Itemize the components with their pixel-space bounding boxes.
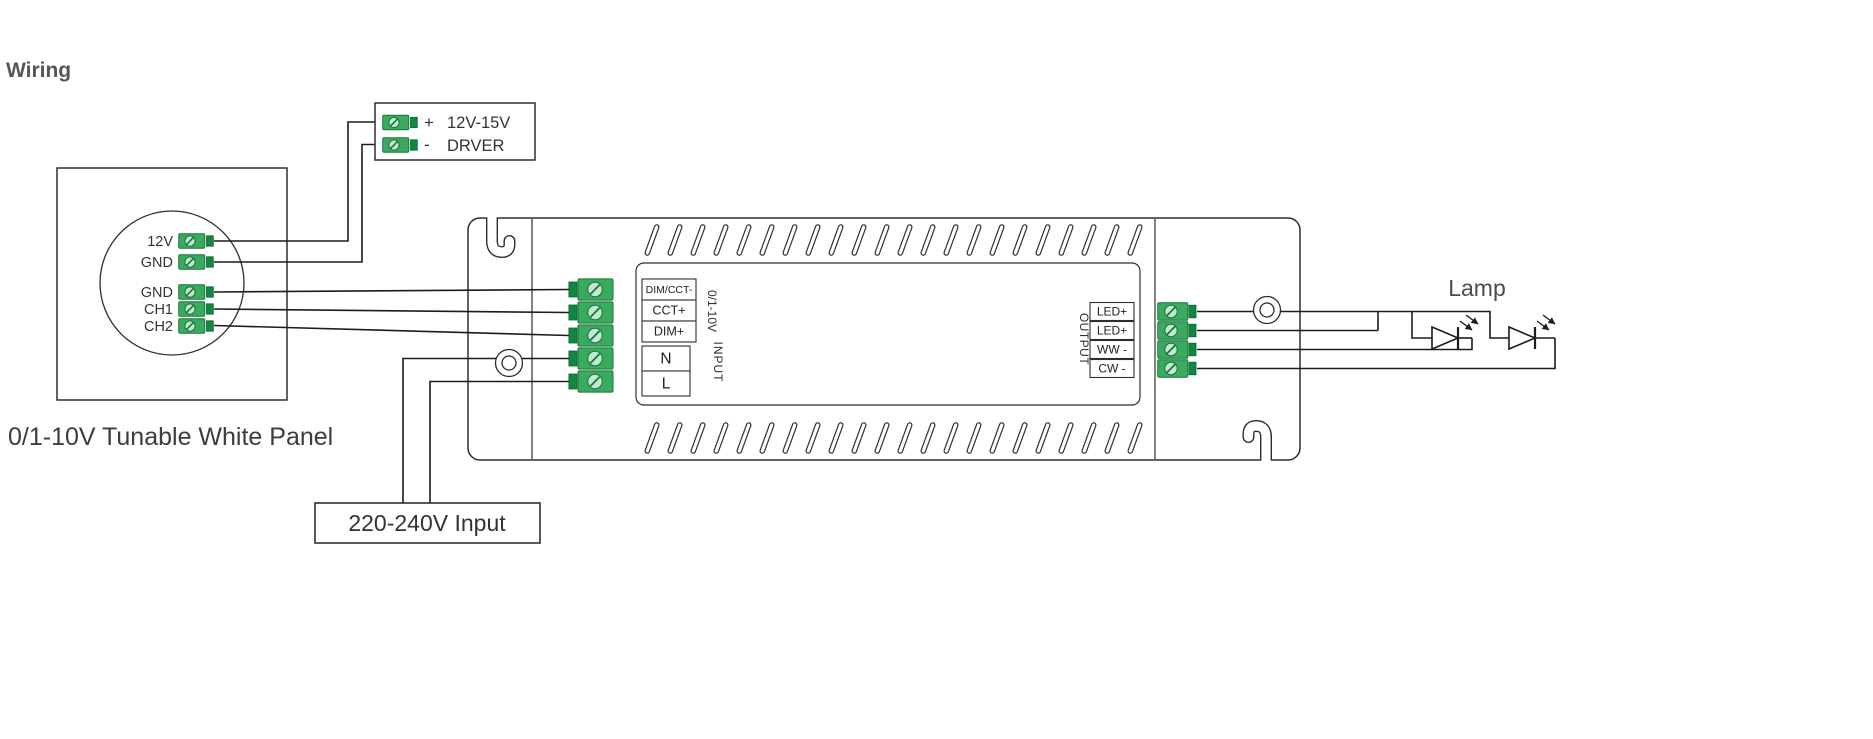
driver-terminal-n <box>568 346 614 371</box>
led-triangle <box>1508 325 1538 351</box>
wire-gnd-to-dimcct <box>213 288 570 293</box>
wire-ch1-to-cct <box>213 308 570 314</box>
wire-gnd-to-psu <box>214 143 375 263</box>
output-label-led2: LED+ <box>1097 324 1127 338</box>
output-label-cell <box>1089 339 1135 360</box>
input-label-cell <box>641 320 697 343</box>
output-label-led1: LED+ <box>1097 305 1127 319</box>
driver-terminal-ww <box>1156 339 1197 360</box>
panel-terminal-label-ch1: CH1 <box>144 302 173 318</box>
input-header-vertical: 0/1-10V <box>705 290 719 332</box>
panel-terminal-gnd-power <box>177 253 215 271</box>
panel-dial <box>99 210 245 356</box>
input-label-l: L <box>662 376 671 393</box>
psu-minus-label: - <box>424 135 430 154</box>
page-title: Wiring <box>6 59 71 82</box>
wire-led1-anode <box>1411 311 1432 339</box>
panel-terminal-label-12v: 12V <box>147 234 173 250</box>
led-symbol-1 <box>1431 314 1479 351</box>
driver-output-labels: OUTPUT LED+ LED+ WW - CW - <box>1077 301 1135 379</box>
led-emission-arrow <box>1536 320 1550 331</box>
output-label-cell <box>1089 358 1135 379</box>
driver-input-labels: DIM/CCT- CCT+ DIM+ N L 0/1-10V INPUT <box>641 278 725 397</box>
panel-terminal-12v <box>177 232 215 250</box>
panel-terminal-label-ch2: CH2 <box>144 319 173 335</box>
screw-boss-left <box>494 348 524 378</box>
led-emission-arrow <box>1465 314 1479 325</box>
mains-label: 220-240V Input <box>348 510 506 536</box>
driver-terminal-led1 <box>1156 301 1197 322</box>
panel-terminal-gnd-signal <box>177 283 215 301</box>
panel-terminal-ch2 <box>177 317 215 335</box>
output-label-cell <box>1089 320 1135 341</box>
psu-name-line1: 12V-15V <box>447 114 510 132</box>
led-driver: DIM/CCT- CCT+ DIM+ N L 0/1-10V INPUT OUT… <box>467 208 1301 470</box>
wire-ww-return <box>1197 338 1473 351</box>
output-side-vertical: OUTPUT <box>1077 313 1091 366</box>
panel-outline <box>56 167 288 401</box>
mains-outline <box>314 502 541 544</box>
mounting-hook-top-left <box>486 208 516 258</box>
mains-input-box: 220-240V Input <box>314 502 541 544</box>
psu-terminal-minus <box>381 136 419 154</box>
screw-boss-right <box>1252 295 1282 325</box>
driver-label-plate <box>635 262 1141 406</box>
psu-plus-label: + <box>424 113 434 132</box>
output-label-ww: WW - <box>1097 343 1127 357</box>
psu-name-line2: DRVER <box>447 137 505 155</box>
input-label-n: N <box>660 351 671 368</box>
input-label-cell <box>641 345 691 372</box>
led-emission-arrow <box>1459 320 1473 331</box>
wire-cw-return <box>1197 338 1556 370</box>
wires <box>213 121 1556 503</box>
input-label-cct: CCT+ <box>653 304 686 318</box>
input-side-vertical: INPUT <box>711 342 725 383</box>
panel-terminal-label-gnd-signal: GND <box>141 285 173 301</box>
driver-terminal-l <box>568 369 614 394</box>
driver-terminal-led2 <box>1156 320 1197 341</box>
wire-l-to-mains <box>429 380 569 503</box>
panel-caption: 0/1-10V Tunable White Panel <box>8 423 333 451</box>
wire-12v-to-psu <box>214 121 375 242</box>
driver-terminal-dim <box>568 323 614 348</box>
input-label-dim: DIM+ <box>654 325 684 339</box>
panel-terminal-label-gnd-power: GND <box>141 255 173 271</box>
input-label-cell <box>641 370 691 397</box>
lamp: Lamp <box>1431 275 1556 351</box>
input-label-dimcct: DIM/CCT- <box>646 284 693 296</box>
panel-terminal-ch1 <box>177 300 215 318</box>
driver-terminal-cw <box>1156 358 1197 379</box>
wire-ch2-to-dim <box>213 324 570 337</box>
mounting-hook-bottom-right <box>1242 420 1272 470</box>
led-triangle <box>1431 325 1461 351</box>
psu-terminal-plus <box>381 114 419 131</box>
output-label-cw: CW - <box>1098 362 1125 376</box>
lamp-label: Lamp <box>1448 275 1506 301</box>
tunable-white-panel: 12V GND GND CH1 CH2 0/1-10V Tunable Whit… <box>8 167 333 451</box>
output-label-cell <box>1089 301 1135 322</box>
driver-terminal-dimcct <box>568 277 614 302</box>
wire-ledplus-feed <box>1197 310 1509 339</box>
led-symbol-2 <box>1508 314 1556 351</box>
driver-terminal-cct <box>568 300 614 325</box>
led-emission-arrow <box>1542 314 1556 325</box>
psu-box: + - 12V-15V DRVER <box>374 102 536 161</box>
